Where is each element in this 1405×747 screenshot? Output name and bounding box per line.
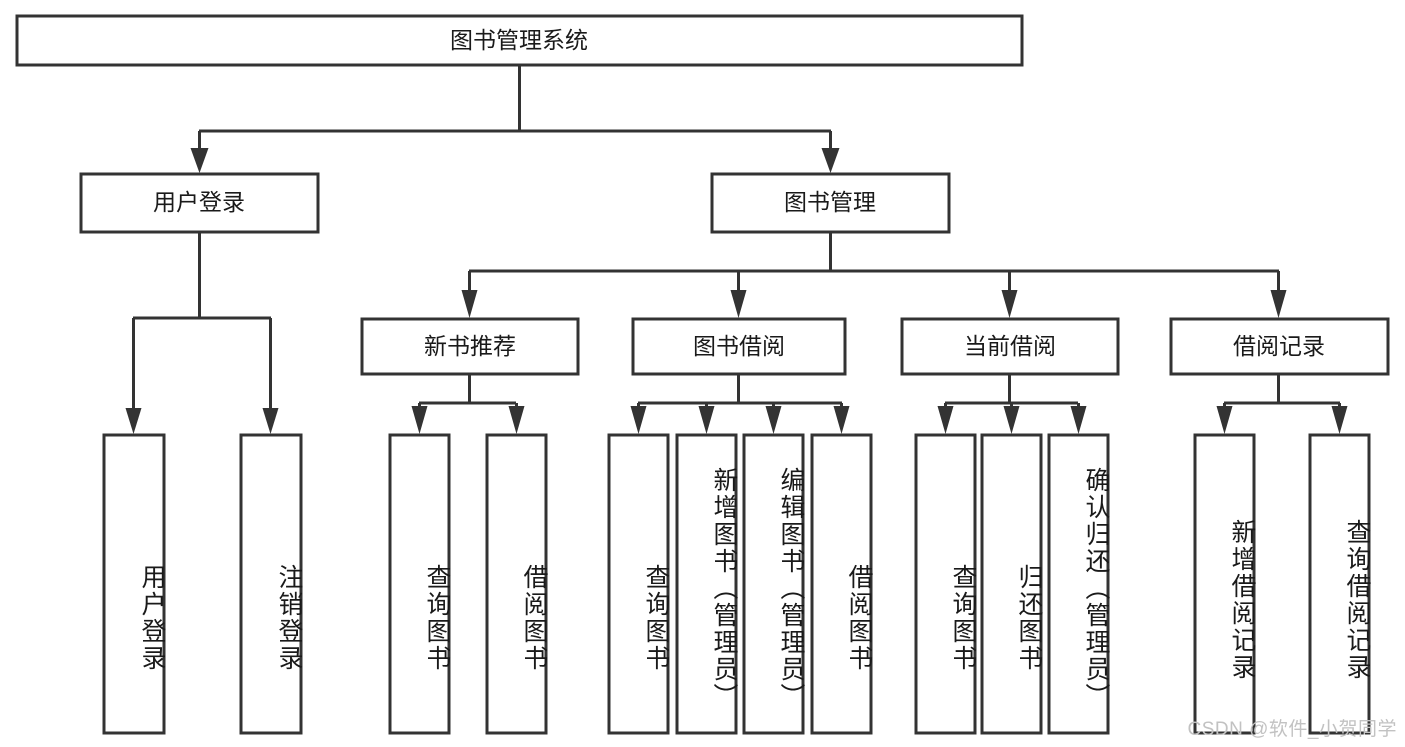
arrowhead-leaf-user-login xyxy=(125,408,142,434)
connector-group-book-management xyxy=(461,232,1287,318)
arrowhead-leaf-query-book-3 xyxy=(937,406,954,434)
label-book-borrow: 图书借阅 xyxy=(693,333,785,359)
arrowhead-leaf-add-book xyxy=(698,406,715,434)
node-box-leaf-add-record[interactable] xyxy=(1193,433,1256,735)
connector-group-book-borrow xyxy=(630,375,850,434)
node-box-leaf-add-book[interactable] xyxy=(675,433,738,735)
arrowhead-leaf-add-record xyxy=(1216,406,1233,434)
arrowhead-book-management xyxy=(821,148,840,173)
connector-group-user-login xyxy=(125,232,279,434)
label-book-management: 图书管理 xyxy=(784,189,876,215)
node-box-leaf-confirm-return[interactable] xyxy=(1047,433,1110,735)
node-box-leaf-return-book[interactable] xyxy=(980,433,1043,735)
arrowhead-leaf-logout-login xyxy=(262,408,279,434)
arrowhead-leaf-confirm-return xyxy=(1070,406,1087,434)
label-new-book-recommend: 新书推荐 xyxy=(424,333,516,359)
node-box-user-login[interactable] xyxy=(79,172,320,234)
node-box-leaf-query-record[interactable] xyxy=(1308,433,1371,735)
csdn-watermark: CSDN @软件_小贺同学 xyxy=(1187,719,1397,740)
connector-group-root xyxy=(190,65,840,173)
arrowhead-leaf-query-book-2 xyxy=(630,406,647,434)
node-box-book-management[interactable] xyxy=(710,172,951,234)
node-box-leaf-borrow-book-2[interactable] xyxy=(810,433,873,735)
arrowhead-leaf-edit-book xyxy=(765,406,782,434)
node-box-borrow-record[interactable] xyxy=(1169,317,1390,376)
node-box-leaf-query-book-1[interactable] xyxy=(388,433,451,735)
arrowhead-leaf-borrow-book-2 xyxy=(833,406,850,434)
connector-group-borrow-record xyxy=(1216,375,1348,434)
arrowhead-borrow-record xyxy=(1270,290,1287,318)
node-box-current-borrow[interactable] xyxy=(900,317,1120,376)
label-user-login: 用户登录 xyxy=(153,189,245,215)
node-box-leaf-logout-login[interactable] xyxy=(239,433,303,735)
arrowhead-current-borrow xyxy=(1001,290,1018,318)
label-title: 图书管理系统 xyxy=(450,27,588,53)
label-borrow-record: 借阅记录 xyxy=(1233,333,1325,359)
arrowhead-user-login xyxy=(190,148,209,173)
node-box-leaf-edit-book[interactable] xyxy=(742,433,805,735)
node-box-leaf-borrow-book-1[interactable] xyxy=(485,433,548,735)
node-box-new-book-recommend[interactable] xyxy=(360,317,580,376)
arrowhead-leaf-return-book xyxy=(1003,406,1020,434)
connector-group-new-book-recommend xyxy=(411,375,525,434)
node-box-leaf-user-login[interactable] xyxy=(102,433,166,735)
arrowhead-book-borrow xyxy=(730,290,747,318)
node-box-title[interactable] xyxy=(15,14,1024,67)
arrowhead-new-book-recommend xyxy=(461,290,478,318)
arrowhead-leaf-borrow-book-1 xyxy=(508,406,525,434)
node-box-leaf-query-book-3[interactable] xyxy=(914,433,977,735)
node-box-leaf-query-book-2[interactable] xyxy=(607,433,670,735)
connector-group-current-borrow xyxy=(937,375,1087,434)
label-current-borrow: 当前借阅 xyxy=(964,333,1056,359)
node-box-book-borrow[interactable] xyxy=(631,317,847,376)
arrowhead-leaf-query-record xyxy=(1331,406,1348,434)
arrowhead-leaf-query-book-1 xyxy=(411,406,428,434)
